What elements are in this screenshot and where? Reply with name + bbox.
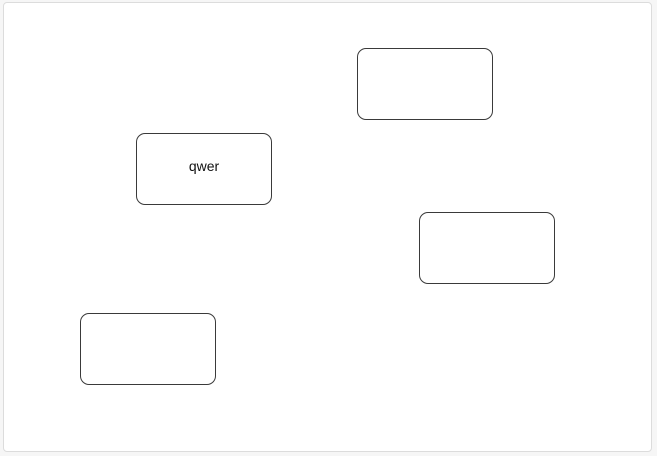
diagram-node-1[interactable]	[357, 48, 493, 120]
diagram-node-3[interactable]	[419, 212, 555, 284]
diagram-canvas[interactable]: qwer	[3, 2, 652, 452]
diagram-node-4[interactable]	[80, 313, 216, 385]
node-label: qwer	[188, 158, 220, 174]
diagram-node-2[interactable]: qwer	[136, 133, 272, 205]
